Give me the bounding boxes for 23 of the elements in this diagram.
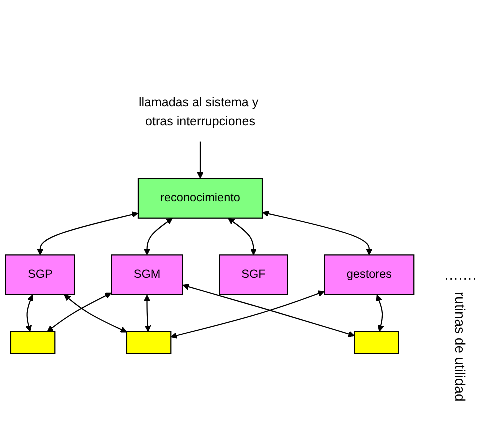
arrow — [262, 210, 373, 256]
arrow — [197, 142, 204, 179]
arrow — [182, 284, 355, 338]
arrow — [47, 292, 112, 332]
arrow — [37, 212, 138, 256]
empty-box — [10, 331, 56, 354]
empty-box — [354, 331, 400, 354]
caption-text: llamadas al sistema y otras interrupciones — [138, 95, 259, 128]
arrow — [170, 290, 325, 339]
ellipsis-dots: ······· — [444, 270, 477, 286]
process-box: SGF — [219, 254, 288, 296]
arrow — [26, 294, 34, 332]
empty-box — [126, 331, 172, 354]
process-box: gestores — [324, 254, 415, 296]
process-box: reconocimiento — [138, 178, 264, 219]
bracket-label: rutinas de utilidad — [452, 292, 469, 402]
arrow — [376, 294, 384, 332]
arrow — [144, 294, 152, 332]
arrow — [144, 218, 173, 256]
process-box: SGP — [5, 254, 76, 296]
process-box: SGM — [111, 254, 184, 296]
arrow — [64, 294, 128, 333]
arrow — [228, 218, 257, 256]
